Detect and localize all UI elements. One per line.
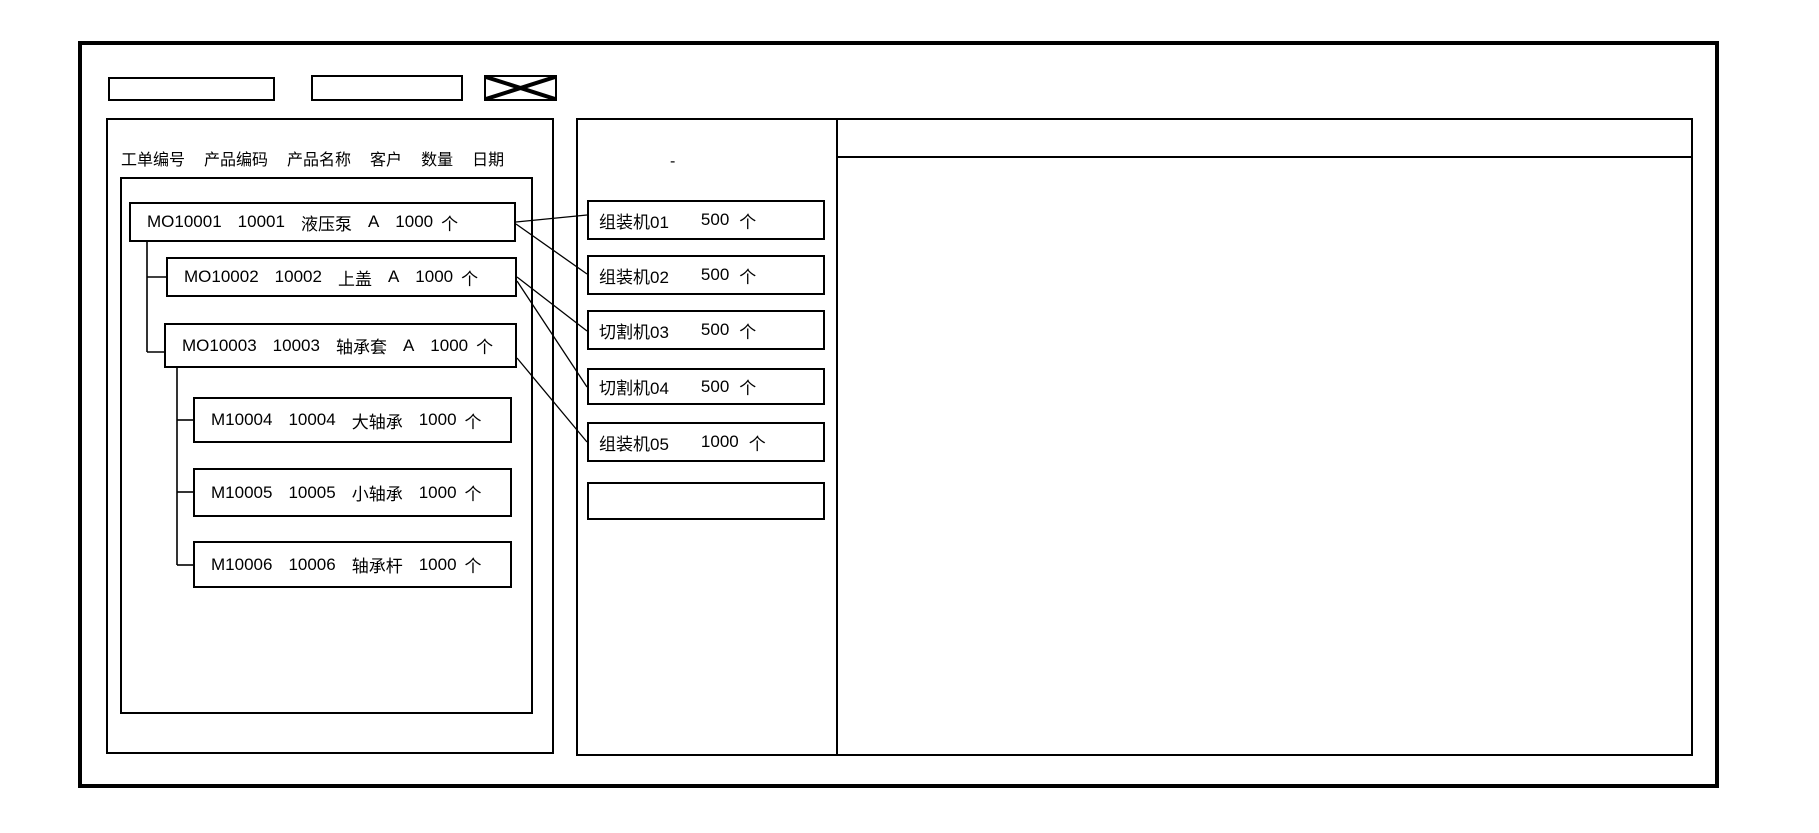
machine-qty: 500 (700, 210, 730, 229)
machine-slot-04[interactable]: 切割机04 500 个 (587, 368, 825, 405)
order-wo: MO10003 (182, 335, 257, 355)
order-customer: A (367, 212, 380, 231)
column-header-code: 产品编码 (204, 152, 269, 169)
order-node-MO10003[interactable]: MO10003 10003 轴承套 A 1000 个 (164, 323, 517, 368)
order-node-MO10001[interactable]: MO10001 10001 液压泵 A 1000 个 (129, 202, 516, 242)
order-name: 上盖 (337, 269, 372, 289)
order-qty: 1000 (418, 410, 457, 429)
order-unit: 个 (441, 214, 459, 234)
order-wo: M10006 (211, 554, 273, 574)
order-name: 小轴承 (351, 485, 403, 504)
order-unit: 个 (464, 557, 482, 576)
order-code: 10002 (274, 267, 322, 286)
machine-name: 切割机04 (599, 379, 669, 398)
close-icon (486, 77, 555, 99)
order-wo: M10004 (211, 410, 273, 429)
machine-unit: 个 (739, 212, 757, 232)
machine-unit: 个 (739, 379, 757, 398)
order-name: 轴承套 (335, 338, 387, 357)
machine-unit: 个 (739, 322, 757, 342)
order-node-M10006[interactable]: M10006 10006 轴承杆 1000 个 (193, 541, 512, 588)
machine-slot-01[interactable]: 组装机01 500 个 (587, 200, 825, 240)
order-unit: 个 (461, 269, 479, 289)
order-wo: MO10002 (184, 267, 259, 286)
order-name: 液压泵 (300, 214, 352, 234)
machine-slot-02[interactable]: 组装机02 500 个 (587, 255, 825, 295)
machine-qty: 500 (700, 265, 730, 284)
machine-slot-empty[interactable] (587, 482, 825, 520)
machine-name: 组装机05 (599, 434, 669, 454)
order-name: 轴承杆 (351, 557, 403, 576)
order-qty: 1000 (415, 267, 454, 286)
order-code: 10003 (272, 335, 320, 355)
machine-name: 组装机01 (599, 212, 669, 232)
machine-slot-03[interactable]: 切割机03 500 个 (587, 310, 825, 350)
machine-name: 切割机03 (599, 322, 669, 342)
column-header-qty: 数量 (421, 152, 454, 169)
order-unit: 个 (464, 412, 482, 432)
order-customer: A (387, 267, 400, 286)
order-qty: 1000 (395, 212, 434, 231)
app-window-frame (78, 41, 1719, 788)
order-code: 10005 (288, 482, 336, 502)
toolbar-field-2[interactable] (311, 75, 463, 101)
machine-unit: 个 (739, 267, 757, 287)
order-code: 10001 (237, 212, 285, 231)
order-tree-container (120, 177, 533, 714)
column-header-date: 日期 (472, 152, 505, 169)
column-header-customer: 客户 (370, 152, 403, 169)
column-header-name: 产品名称 (287, 152, 352, 169)
order-code: 10004 (288, 410, 336, 429)
toolbar-field-1[interactable] (108, 77, 275, 101)
order-qty: 1000 (418, 554, 457, 574)
machine-qty: 500 (700, 320, 730, 339)
detail-panel (836, 118, 1693, 756)
machine-slot-05[interactable]: 组装机05 1000 个 (587, 422, 825, 462)
order-node-M10004[interactable]: M10004 10004 大轴承 1000 个 (193, 397, 512, 443)
machine-name: 组装机02 (599, 267, 669, 287)
column-header-wo: 工单编号 (121, 152, 186, 169)
order-wo: MO10001 (147, 212, 222, 231)
order-customer: A (402, 335, 415, 355)
close-button[interactable] (484, 75, 557, 101)
column-header-row: 工单编号 产品编码 产品名称 客户 数量 日期 (121, 146, 504, 170)
order-qty: 1000 (418, 482, 457, 502)
order-wo: M10005 (211, 482, 273, 502)
order-node-M10005[interactable]: M10005 10005 小轴承 1000 个 (193, 468, 512, 517)
order-name: 大轴承 (351, 412, 403, 432)
detail-panel-header-divider (836, 156, 1693, 158)
order-qty: 1000 (430, 335, 469, 355)
panel-mark: - (670, 153, 676, 170)
machine-qty: 500 (700, 376, 730, 396)
order-unit: 个 (464, 485, 482, 504)
machine-unit: 个 (748, 434, 766, 454)
order-unit: 个 (476, 338, 494, 357)
order-node-MO10002[interactable]: MO10002 10002 上盖 A 1000 个 (166, 257, 517, 297)
machine-qty: 1000 (700, 432, 739, 451)
order-code: 10006 (288, 554, 336, 574)
